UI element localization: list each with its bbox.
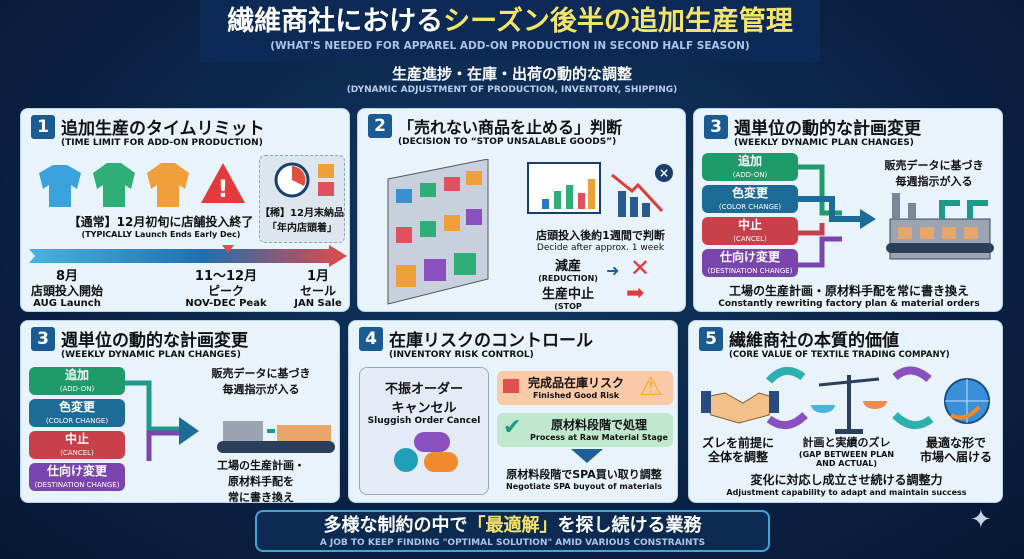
tag-color-change: 色変更(COLOR CHANGE) (29, 399, 125, 427)
panel-number: 1 (31, 114, 55, 139)
header: 繊維商社におけるシーズン後半の追加生産管理 (WHAT'S NEEDED FOR… (200, 0, 820, 62)
panel-time-limit: 1 追加生産のタイムリミット (TIME LIMIT FOR ADD-ON PRO… (20, 108, 350, 312)
panel-number: 2 (368, 114, 392, 138)
panel-title: 「売れない商品を止める」判断 (398, 118, 623, 137)
footer-banner: 多様な制約の中で「最適解」を探し続ける業務 A JOB TO KEEP FIND… (255, 510, 770, 552)
panel-title: 在庫リスクのコントロール (389, 331, 593, 351)
flow-to-factory (125, 380, 335, 461)
globe-icon (944, 378, 990, 424)
warning-icon: ⚠ (639, 372, 663, 402)
arrow-down-icon (571, 449, 603, 463)
footer-title-en: A JOB TO KEEP FINDING "OPTIMAL SOLUTION"… (319, 538, 706, 548)
reduction-label: 減産(REDUCTION) (538, 259, 598, 283)
panel-weekly-changes: 3 週単位の動的な計画変更 (WEEKLY DYNAMIC PLAN CHANGE… (693, 108, 1003, 312)
svg-text:×: × (659, 166, 669, 180)
stop-production-label: 生産中止(STOP PRODUCTION) (541, 287, 594, 311)
special-delivery-box: 【稀】12月末納品 「年内店頭着」 (259, 155, 345, 243)
cancel-icon (655, 164, 673, 182)
panel-number: 5 (699, 326, 723, 351)
panel-stop-unsalable: 2 「売れない商品を止める」判断 (DECISION TO “STOP UNSAL… (357, 108, 686, 312)
special-note-2: 「年内店頭着」 (267, 223, 337, 234)
core-value-cycle (701, 366, 990, 434)
main-title: 繊維商社におけるシーズン後半の追加生産管理 (227, 6, 793, 37)
weekly-note: 販売データに基づき毎週指示が入る (884, 159, 984, 188)
fabric-rolls-icon (394, 432, 458, 472)
sweater-icon (39, 165, 81, 207)
tag-cancel: 中止(CANCEL) (29, 431, 125, 459)
subtitle: 生産進捗・在庫・出荷の動的な調整 (391, 65, 632, 83)
panel-weekly-changes-2: 3 週単位の動的な計画変更 (WEEKLY DYNAMIC PLAN CHANGE… (20, 320, 340, 503)
flow-to-factory (798, 164, 994, 268)
timeline-arrow (29, 245, 347, 267)
svg-text:!: ! (218, 175, 229, 203)
tag-add-on: 追加(ADD-ON) (29, 367, 125, 395)
normal-note: 【通常】12月初旬に店舗投入終了 (TYPICALLY Launch Ends … (68, 215, 254, 239)
panel-title-en: (WEEKLY DYNAMIC PLAN CHANGES) (61, 350, 241, 360)
factory-rewrite-note: 工場の生産計画・原材料手配を常に書き換え (217, 459, 305, 503)
tag-cancel: 中止(CANCEL) (702, 217, 798, 245)
main-title-en: (WHAT'S NEEDED FOR APPAREL ADD-ON PRODUC… (270, 40, 750, 52)
footer-title: 多様な制約の中で「最適解」を探し続ける業務 (323, 515, 702, 536)
store-shelf-icon (387, 159, 489, 305)
subtitle-block: 生産進捗・在庫・出荷の動的な調整 (DYNAMIC ADJUSTMENT OF … (240, 63, 784, 95)
weekly-note: 販売データに基づき毎週指示が入る (211, 367, 311, 396)
tag-destination-change: 仕向け変更(DESTINATION CHANGE) (29, 463, 125, 491)
adjust-whole-note: ズレを前提に全体を調整 (701, 436, 774, 464)
deliver-market-note: 最適な形で市場へ届ける (919, 436, 992, 464)
panel-title-en: (CORE VALUE OF TEXTILE TRADING COMPANY) (729, 350, 950, 360)
panel-inventory-risk: 4 在庫リスクのコントロール (INVENTORY RISK CONTROL) 不… (348, 320, 678, 503)
checkmark-icon: ✔ (503, 415, 522, 440)
apparel-icons: ! (39, 163, 245, 207)
red-arrow-icon: ➡ (626, 281, 645, 306)
panel-title: 週単位の動的な計画変更 (734, 119, 921, 139)
warning-icon (201, 163, 245, 203)
factory-icon (886, 193, 994, 260)
tag-destination-change: 仕向け変更(DESTINATION CHANGE) (702, 249, 798, 277)
conveyor-icon (217, 421, 335, 453)
hoodie-icon (93, 163, 135, 207)
x-mark-icon: ✕ (630, 254, 651, 282)
balance-scale-icon (811, 375, 887, 434)
panel-number: 4 (359, 326, 383, 351)
panel-title-en: (INVENTORY RISK CONTROL) (389, 350, 534, 360)
panel-title-en: (TIME LIMIT FOR ADD-ON PRODUCTION) (61, 138, 263, 148)
panel-title: 繊維商社の本質的価値 (729, 331, 899, 351)
panel-title: 週単位の動的な計画変更 (61, 331, 248, 351)
hoodie-icon (147, 163, 189, 207)
handshake-icon (701, 391, 779, 424)
panel-title-en: (WEEKLY DYNAMIC PLAN CHANGES) (734, 138, 914, 148)
panel-number: 3 (704, 114, 728, 139)
subtitle-en: (DYNAMIC ADJUSTMENT OF PRODUCTION, INVEN… (346, 85, 678, 95)
panel-title-en: (DECISION TO “STOP UNSALABLE GOODS”) (398, 137, 617, 147)
special-note: 【稀】12月末納品 (260, 208, 344, 219)
panel-number: 3 (31, 326, 55, 351)
sparkle-icon: ✦ (970, 505, 992, 535)
panel-core-value: 5 繊維商社の本質的価値 (CORE VALUE OF TEXTILE TRADI… (688, 320, 1003, 503)
tag-color-change: 色変更(COLOR CHANGE) (702, 185, 798, 213)
sales-chart-icon: × (527, 162, 673, 217)
stopwatch-icon (274, 162, 334, 198)
panel-title: 追加生産のタイムリミット (61, 119, 265, 139)
tag-add-on: 追加(ADD-ON) (702, 153, 798, 181)
box-icon (503, 379, 519, 393)
arrow-right-icon: ➜ (606, 261, 620, 280)
